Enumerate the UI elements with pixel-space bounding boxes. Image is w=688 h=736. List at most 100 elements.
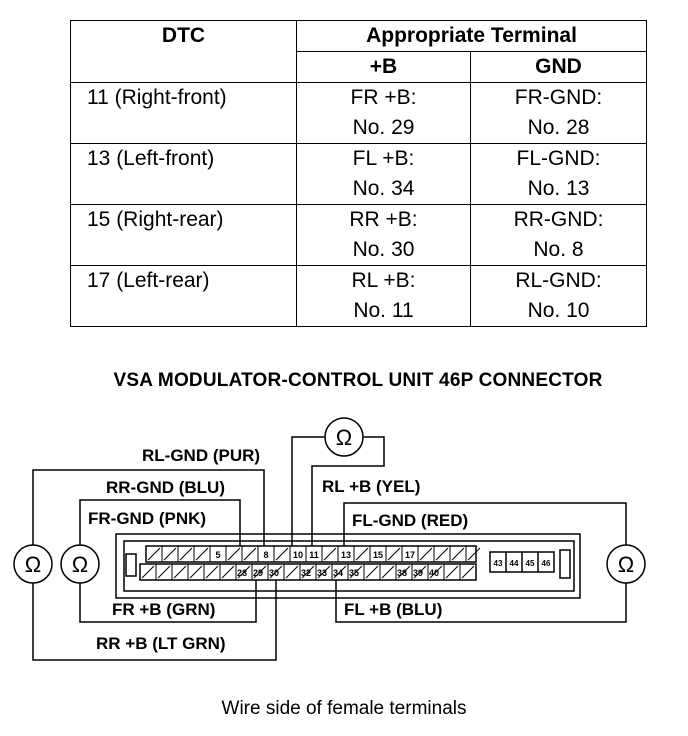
pin-number: 39 (413, 568, 423, 578)
wire-labels: RL-GND (PUR) RR-GND (BLU) FR-GND (PNK) R… (88, 446, 468, 653)
label-rl-gnd: RL-GND (PUR) (142, 446, 260, 465)
gnd-terminal: RR-GND:No. 8 (470, 204, 647, 266)
pin-hatch (147, 547, 161, 561)
dtc-code: 15 (Right-rear) (70, 204, 297, 266)
connector-pins (141, 546, 481, 580)
pin-hatch (445, 565, 459, 579)
pin-hatch (349, 565, 363, 579)
pin-hatch (397, 565, 411, 579)
pin-hatch (333, 565, 347, 579)
label-fl-gnd: FL-GND (RED) (352, 511, 468, 530)
pin-hatch (163, 547, 177, 561)
pin-hatch (227, 547, 241, 561)
table-row: 11 (Right-front) FR +B:No. 29 FR-GND:No.… (70, 82, 647, 144)
ohmmeter-right: Ω (606, 544, 646, 584)
pin-hatch (189, 565, 203, 579)
pin-number: 15 (373, 550, 383, 560)
pin-hatch (275, 547, 289, 561)
pin-number: 43 (494, 559, 503, 568)
header-gnd: GND (470, 51, 647, 83)
pin-hatch (173, 565, 187, 579)
wire-rr-gnd (32, 469, 265, 546)
pin-number: 17 (405, 550, 415, 560)
pin-hatch (301, 565, 315, 579)
pin-hatch (355, 547, 369, 561)
wire-fl-b (335, 580, 627, 623)
gnd-terminal: RL-GND:No. 10 (470, 265, 647, 327)
gnd-terminal: FR-GND:No. 28 (470, 82, 647, 144)
connector-46p (115, 533, 581, 599)
pin-hatch (205, 565, 219, 579)
wires (32, 436, 627, 661)
pin-number: 28 (237, 568, 247, 578)
pin-number: 10 (293, 550, 303, 560)
label-rr-b: RR +B (LT GRN) (96, 634, 226, 653)
pin-hatch (461, 565, 475, 579)
pin-number: 46 (542, 559, 551, 568)
ohmmeter-top: Ω (324, 417, 364, 457)
pin-number: 40 (429, 568, 439, 578)
pin-hatch (365, 565, 379, 579)
gnd-terminal: FL-GND:No. 13 (470, 143, 647, 205)
wire-rr-b (32, 580, 277, 661)
wire-fl-gnd (343, 502, 627, 546)
diagram-caption: Wire side of female terminals (221, 698, 467, 719)
ohm-icon: Ω (336, 425, 352, 450)
wire-rl-b (311, 436, 385, 546)
connector-diagram: Ω Ω Ω Ω 5 8 10 11 13 15 17 28 29 30 (13, 417, 646, 661)
header-dtc: DTC (70, 20, 297, 83)
pin-numbers: 5 8 10 11 13 15 17 28 29 30 32 33 34 35 … (215, 550, 551, 578)
plus-b-terminal: RR +B:No. 30 (296, 204, 471, 266)
pin-hatch (429, 565, 443, 579)
pin-hatch (157, 565, 171, 579)
label-rr-gnd: RR-GND (BLU) (106, 478, 225, 497)
pin-hatch (387, 547, 401, 561)
ohmmeter-left: Ω (60, 544, 100, 584)
header-plus-b: +B (296, 51, 471, 83)
dtc-code: 17 (Left-rear) (70, 265, 297, 327)
ohm-icon: Ω (618, 552, 634, 577)
pin-hatch (285, 565, 299, 579)
pin-number: 29 (253, 568, 263, 578)
pin-hatch (237, 565, 251, 579)
table-row: 17 (Left-rear) RL +B:No. 11 RL-GND:No. 1… (70, 265, 647, 327)
pin-number: 44 (510, 559, 519, 568)
pin-number: 30 (269, 568, 279, 578)
label-fr-b: FR +B (GRN) (112, 600, 215, 619)
wire-rl-gnd (291, 436, 325, 546)
pin-hatch (323, 547, 337, 561)
dtc-code: 13 (Left-front) (70, 143, 297, 205)
pin-number: 8 (263, 550, 268, 560)
pin-hatch (221, 565, 235, 579)
ohm-icon: Ω (25, 552, 41, 577)
diagram-title: VSA MODULATOR-CONTROL UNIT 46P CONNECTOR (113, 370, 603, 391)
wire-fr-gnd (79, 499, 241, 546)
pin-hatch (195, 547, 209, 561)
pin-hatch (141, 565, 155, 579)
pin-hatch (179, 547, 193, 561)
header-appropriate-terminal: Appropriate Terminal (296, 20, 647, 52)
pin-hatch (253, 565, 267, 579)
dtc-terminal-table: DTC Appropriate Terminal +B GND 11 (Righ… (70, 20, 647, 327)
pin-hatch (467, 547, 481, 561)
pin-hatch (451, 547, 465, 561)
plus-b-terminal: FL +B:No. 34 (296, 143, 471, 205)
pin-number: 32 (301, 568, 311, 578)
pin-hatch (413, 565, 427, 579)
pin-hatch (317, 565, 331, 579)
pin-hatch (243, 547, 257, 561)
ohm-icon: Ω (72, 552, 88, 577)
pin-hatch (419, 547, 433, 561)
pin-hatch (381, 565, 395, 579)
label-fl-b: FL +B (BLU) (344, 600, 442, 619)
ohmmeter-far-left: Ω (13, 544, 53, 584)
pin-number: 35 (349, 568, 359, 578)
pin-hatch (435, 547, 449, 561)
table-row: 13 (Left-front) FL +B:No. 34 FL-GND:No. … (70, 143, 647, 205)
pin-number: 13 (341, 550, 351, 560)
pin-number: 34 (333, 568, 343, 578)
dtc-code: 11 (Right-front) (70, 82, 297, 144)
pin-number: 5 (215, 550, 220, 560)
wire-fr-b (79, 580, 257, 623)
plus-b-terminal: RL +B:No. 11 (296, 265, 471, 327)
